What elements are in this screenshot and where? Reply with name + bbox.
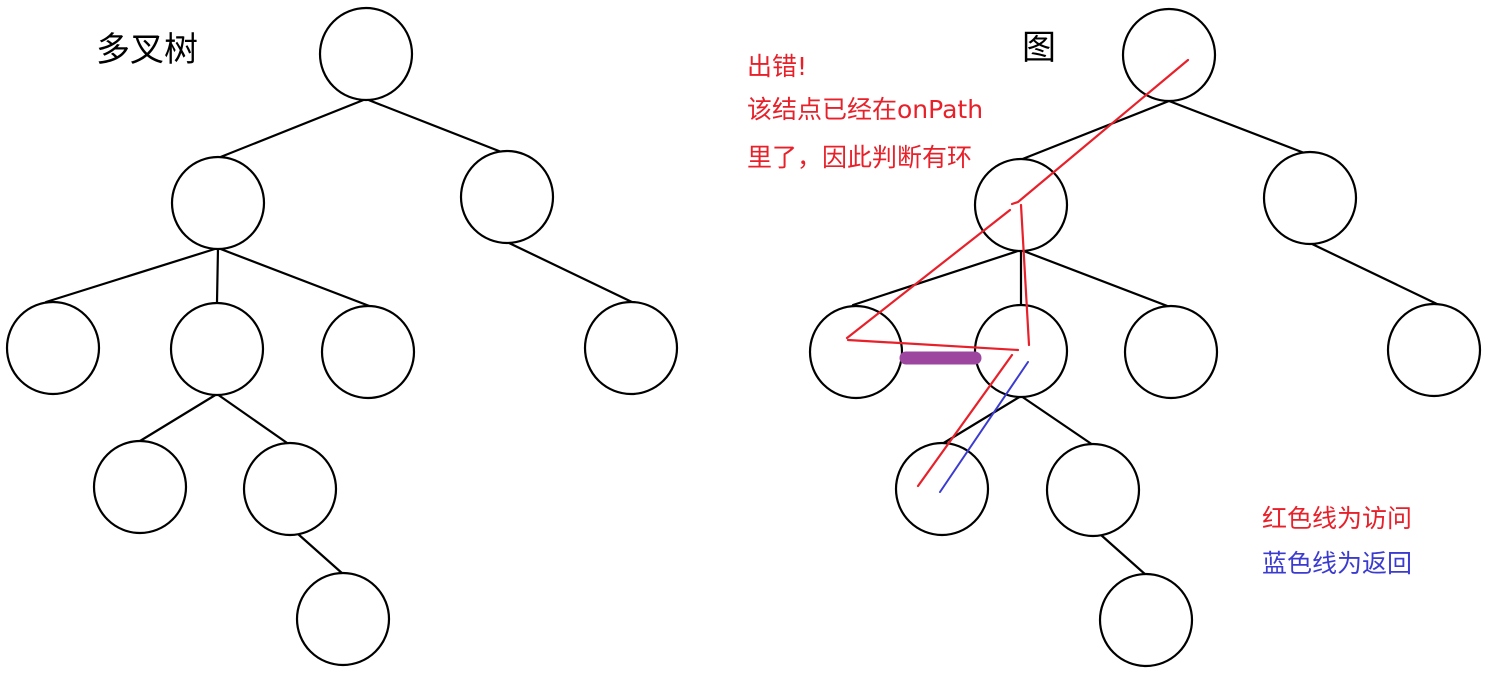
graph-node (973, 303, 1069, 399)
return-line (939, 361, 1029, 493)
tree-node (5, 300, 101, 396)
graph-title: 图 (1022, 28, 1056, 68)
visit-line (845, 208, 1012, 340)
error-note: 出错! 该结点已经在onPath 里了，因此判断有环 (747, 52, 983, 172)
tree-node (459, 149, 555, 245)
graph-edge (1099, 533, 1148, 577)
visit-path (845, 58, 1190, 488)
visit-line (1010, 58, 1190, 206)
graph-edge (1019, 394, 1095, 447)
tree-node (320, 304, 416, 400)
graph-node (1262, 150, 1358, 246)
graph-edge (1167, 99, 1309, 156)
tree-node (169, 301, 265, 397)
tree-node (170, 155, 266, 251)
error-note-line: 出错! (747, 52, 807, 81)
tree-nodes (5, 6, 679, 667)
graph-nodes (808, 7, 1482, 668)
graph-edges (851, 99, 1439, 577)
tree-node (295, 571, 391, 667)
graph-diagram: 图 (747, 7, 1482, 668)
tree-edges (44, 97, 636, 576)
legend: 红色线为访问 蓝色线为返回 (1262, 504, 1412, 578)
tree-edge (296, 532, 345, 576)
tree-edge (215, 392, 292, 447)
error-note-line: 里了，因此判断有环 (747, 143, 972, 172)
graph-node (1121, 7, 1217, 103)
graph-node (808, 304, 904, 400)
tree-edge (364, 97, 506, 155)
legend-visit-label: 红色线为访问 (1262, 504, 1412, 533)
graph-node (1045, 442, 1141, 538)
tree-node (92, 439, 188, 535)
graph-node (1098, 572, 1194, 668)
graph-edge (1019, 248, 1172, 309)
tree-edge (138, 392, 219, 443)
tree-diagram: 多叉树 (5, 6, 679, 667)
tree-title: 多叉树 (96, 30, 198, 70)
error-note-line: 该结点已经在onPath (747, 95, 983, 124)
legend-return-label: 蓝色线为返回 (1262, 549, 1412, 578)
tree-edge (505, 240, 636, 305)
tree-node (583, 300, 679, 396)
tree-node (242, 441, 338, 537)
graph-edge (1018, 99, 1171, 162)
visit-line (846, 338, 1020, 352)
graph-edge (851, 248, 1023, 307)
graph-node (1386, 302, 1482, 398)
graph-node (1123, 304, 1219, 400)
visit-line (1019, 203, 1031, 347)
tree-node (318, 6, 414, 102)
tree-edge (44, 246, 220, 304)
tree-edge (216, 97, 368, 160)
tree-edge (215, 246, 220, 304)
graph-edge (1308, 241, 1439, 306)
visit-line (916, 353, 1014, 488)
tree-edge (216, 246, 374, 309)
